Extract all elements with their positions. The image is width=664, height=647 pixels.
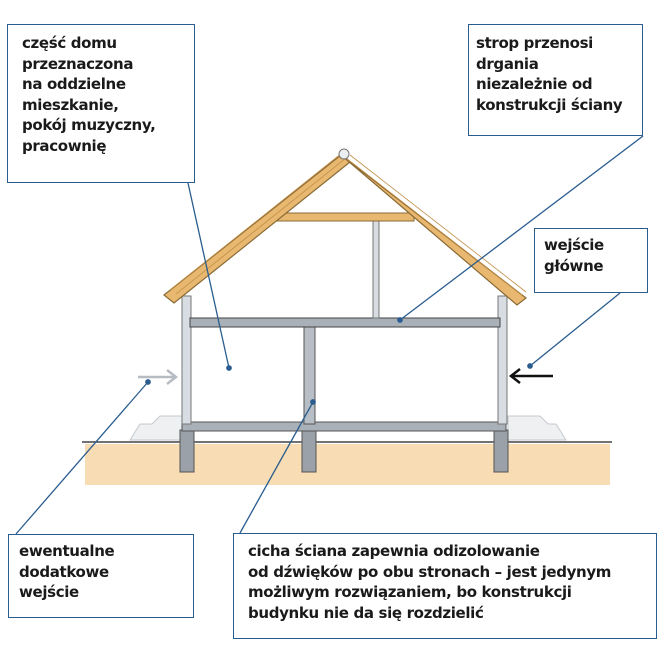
ceiling-slab xyxy=(189,317,501,328)
main-entrance-arrow xyxy=(508,368,553,384)
additional-entrance-arrow xyxy=(138,369,179,385)
foundation-left xyxy=(179,429,195,473)
left-steps xyxy=(129,415,187,441)
callout-additional-entrance: ewentualne dodatkowe wejście xyxy=(8,534,194,618)
ridge-cap xyxy=(338,148,350,160)
leader-line-right xyxy=(529,292,621,367)
foundation-middle xyxy=(301,429,317,473)
callout-ceiling-vibrations: strop przenosi drgania niezależnie od ko… xyxy=(468,24,643,136)
leader-line-top-left xyxy=(187,182,230,369)
ground-floor-slab xyxy=(181,421,507,432)
roof-right-tiles xyxy=(345,154,527,296)
left-wall xyxy=(181,295,192,425)
right-steps xyxy=(507,415,567,441)
leader-line-bottom xyxy=(239,401,314,534)
leader-line-bottom-left xyxy=(15,381,149,535)
ground-soil xyxy=(85,444,610,485)
right-wall xyxy=(497,295,508,425)
foundation-right xyxy=(493,429,509,473)
attic-post xyxy=(372,219,380,319)
roof-right-slope xyxy=(340,154,527,306)
collar-tie xyxy=(275,212,415,222)
roof-left-tiles xyxy=(169,152,347,295)
leader-line-top-right xyxy=(399,135,644,321)
callout-quiet-wall: cicha ściana zapewnia odizolowanie od dź… xyxy=(233,533,657,639)
callout-separate-part: część domu przeznaczona na oddzielne mie… xyxy=(7,24,195,183)
callout-main-entrance: wejście główne xyxy=(534,228,648,293)
